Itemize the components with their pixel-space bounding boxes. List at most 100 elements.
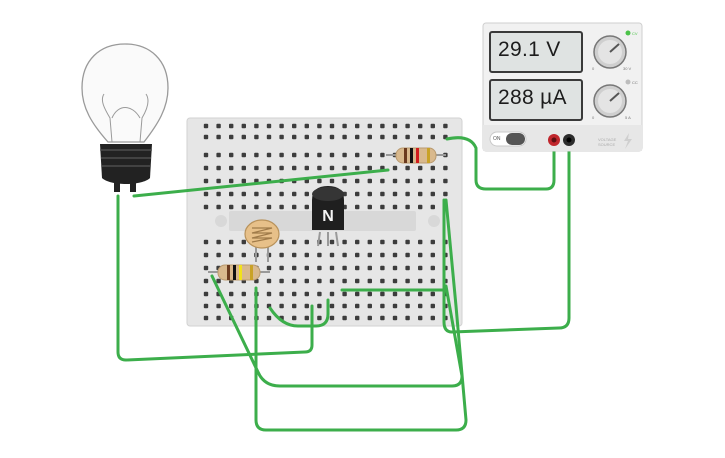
breadboard-hole[interactable] (418, 165, 423, 171)
breadboard-hole[interactable] (367, 152, 372, 158)
breadboard-hole[interactable] (367, 252, 372, 258)
breadboard-hole[interactable] (392, 178, 398, 184)
breadboard-hole[interactable] (342, 303, 347, 309)
breadboard-hole[interactable] (405, 134, 410, 140)
breadboard-hole[interactable] (317, 178, 322, 184)
breadboard-hole[interactable] (355, 278, 360, 284)
breadboard-hole[interactable] (229, 291, 234, 297)
breadboard-hole[interactable] (418, 191, 423, 197)
breadboard-hole[interactable] (292, 265, 297, 271)
breadboard-hole[interactable] (329, 178, 335, 184)
breadboard-hole[interactable] (254, 134, 259, 140)
breadboard-hole[interactable] (216, 123, 221, 129)
breadboard-hole[interactable] (405, 165, 410, 171)
breadboard-hole[interactable] (304, 123, 309, 129)
breadboard-hole[interactable] (203, 278, 209, 284)
breadboard-hole[interactable] (430, 278, 435, 284)
breadboard-hole[interactable] (317, 265, 322, 271)
breadboard-hole[interactable] (443, 178, 448, 184)
breadboard-hole[interactable] (380, 204, 385, 210)
breadboard-hole[interactable] (392, 303, 398, 309)
breadboard-hole[interactable] (216, 134, 221, 140)
breadboard-hole[interactable] (279, 291, 284, 297)
breadboard-hole[interactable] (241, 178, 246, 184)
breadboard-hole[interactable] (405, 252, 410, 258)
breadboard-hole[interactable] (342, 252, 347, 258)
breadboard-hole[interactable] (329, 165, 335, 171)
breadboard-hole[interactable] (392, 252, 398, 258)
breadboard-hole[interactable] (203, 178, 209, 184)
breadboard-hole[interactable] (418, 239, 423, 245)
breadboard-hole[interactable] (292, 303, 297, 309)
breadboard-hole[interactable] (317, 123, 322, 129)
breadboard-hole[interactable] (203, 239, 209, 245)
breadboard-hole[interactable] (418, 204, 423, 210)
breadboard-hole[interactable] (418, 291, 423, 297)
breadboard-hole[interactable] (329, 252, 335, 258)
breadboard-hole[interactable] (405, 278, 410, 284)
breadboard-hole[interactable] (418, 178, 423, 184)
breadboard-hole[interactable] (216, 165, 221, 171)
breadboard-hole[interactable] (229, 191, 234, 197)
breadboard-hole[interactable] (418, 265, 423, 271)
breadboard-hole[interactable] (304, 204, 309, 210)
breadboard-hole[interactable] (367, 204, 372, 210)
breadboard-hole[interactable] (279, 165, 284, 171)
breadboard-hole[interactable] (203, 152, 209, 158)
breadboard-hole[interactable] (342, 134, 347, 140)
breadboard-hole[interactable] (229, 165, 234, 171)
breadboard-hole[interactable] (229, 204, 234, 210)
breadboard-hole[interactable] (430, 191, 435, 197)
breadboard-hole[interactable] (418, 134, 423, 140)
breadboard-hole[interactable] (203, 291, 209, 297)
breadboard-hole[interactable] (241, 252, 246, 258)
breadboard-hole[interactable] (216, 303, 221, 309)
breadboard-hole[interactable] (418, 315, 423, 321)
resistor-top[interactable] (386, 147, 446, 164)
breadboard-hole[interactable] (292, 315, 297, 321)
breadboard-hole[interactable] (279, 191, 284, 197)
breadboard-hole[interactable] (304, 291, 309, 297)
breadboard-hole[interactable] (329, 239, 335, 245)
breadboard-hole[interactable] (317, 291, 322, 297)
breadboard-hole[interactable] (392, 123, 398, 129)
breadboard-hole[interactable] (392, 315, 398, 321)
breadboard-hole[interactable] (279, 278, 284, 284)
breadboard-hole[interactable] (367, 178, 372, 184)
breadboard-hole[interactable] (355, 204, 360, 210)
breadboard-hole[interactable] (241, 152, 246, 158)
breadboard-hole[interactable] (266, 134, 272, 140)
breadboard-hole[interactable] (392, 134, 398, 140)
breadboard-hole[interactable] (418, 303, 423, 309)
breadboard-hole[interactable] (342, 315, 347, 321)
breadboard-hole[interactable] (405, 239, 410, 245)
breadboard-hole[interactable] (279, 265, 284, 271)
breadboard-hole[interactable] (367, 165, 372, 171)
breadboard-hole[interactable] (266, 165, 272, 171)
breadboard-hole[interactable] (229, 303, 234, 309)
breadboard-hole[interactable] (229, 252, 234, 258)
breadboard-hole[interactable] (367, 191, 372, 197)
breadboard-hole[interactable] (266, 278, 272, 284)
breadboard-hole[interactable] (329, 291, 335, 297)
breadboard-hole[interactable] (355, 303, 360, 309)
breadboard-hole[interactable] (405, 265, 410, 271)
breadboard-hole[interactable] (430, 134, 435, 140)
breadboard-hole[interactable] (279, 239, 284, 245)
breadboard-hole[interactable] (229, 239, 234, 245)
breadboard-hole[interactable] (355, 239, 360, 245)
breadboard-hole[interactable] (241, 291, 246, 297)
breadboard-hole[interactable] (418, 278, 423, 284)
breadboard-hole[interactable] (266, 265, 272, 271)
breadboard-hole[interactable] (229, 123, 234, 129)
breadboard-hole[interactable] (367, 303, 372, 309)
breadboard-hole[interactable] (317, 278, 322, 284)
breadboard-hole[interactable] (430, 239, 435, 245)
breadboard-hole[interactable] (355, 252, 360, 258)
breadboard-hole[interactable] (304, 265, 309, 271)
breadboard-hole[interactable] (292, 278, 297, 284)
breadboard-hole[interactable] (418, 252, 423, 258)
breadboard-hole[interactable] (254, 204, 259, 210)
breadboard-hole[interactable] (380, 239, 385, 245)
